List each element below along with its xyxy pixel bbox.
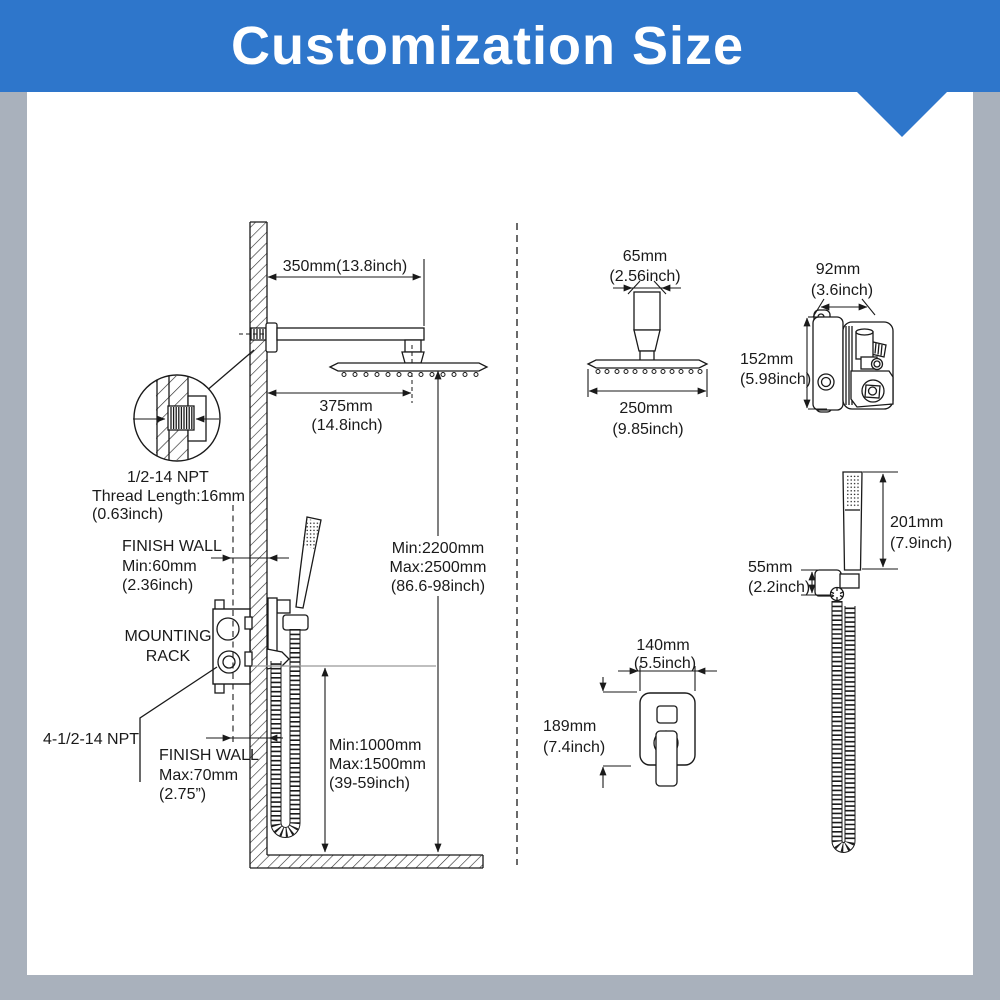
head-height-label-1: Min:2200mm <box>392 540 484 557</box>
valve-trim: 140mm (5.5inch) 189mm (7.4inch) <box>543 637 717 788</box>
frame-border-left <box>0 92 27 1000</box>
dim-valve-width: 92mm (3.6inch) <box>811 261 876 318</box>
wall-section <box>249 221 484 869</box>
valve-width-label-2: (3.6inch) <box>811 282 873 299</box>
dim-arm-length-label: 350mm(13.8inch) <box>283 258 408 275</box>
wand-length-label-1: 201mm <box>890 514 943 531</box>
finish-wall-min-label-3: (2.36inch) <box>122 577 193 594</box>
trim-height-label-1: 189mm <box>543 718 596 735</box>
head-height-label-2: Max:2500mm <box>390 559 487 576</box>
thread-detail-label-1: 1/2-14 NPT <box>127 469 209 486</box>
dim-valve-height-range: Min:1000mm Max:1500mm (39-59inch) <box>252 665 436 853</box>
ceiling-shower-head: 65mm (2.56inch) 250mm (9.85inch) <box>586 248 709 438</box>
frame-border-right <box>973 92 1000 1000</box>
valve-height-label-2: Max:1500mm <box>329 756 426 773</box>
valve-width-label-1: 92mm <box>816 261 860 278</box>
dim-head-offset-label-2: (14.8inch) <box>311 417 382 434</box>
head-height-label-3: (86.6-98inch) <box>391 578 485 595</box>
dim-finish-wall-min: FINISH WALL Min:60mm (2.36inch) <box>122 505 289 745</box>
ceiling-arm-width-label-1: 65mm <box>623 248 667 265</box>
dim-trim-height: 189mm (7.4inch) <box>543 677 637 788</box>
hand-shower-on-wall <box>266 516 322 838</box>
valve-height-label-2: (5.98inch) <box>740 371 811 388</box>
wand-length-label-2: (7.9inch) <box>890 535 952 552</box>
valve-height-label-1: Min:1000mm <box>329 737 421 754</box>
rough-in-valve: 92mm (3.6inch) 152mm (5.98inch) <box>740 261 894 413</box>
dim-trim-width: 140mm (5.5inch) <box>618 637 717 691</box>
ceiling-head-nozzles <box>595 369 703 374</box>
bracket-height-label-1: 55mm <box>748 559 792 576</box>
dim-bracket-height: 55mm (2.2inch) <box>748 559 833 596</box>
thread-detail-label-3: (0.63inch) <box>92 506 163 523</box>
trim-height-label-2: (7.4inch) <box>543 739 605 756</box>
banner-ribbon-tail-icon <box>857 92 947 137</box>
hand-shower-hose <box>270 629 301 838</box>
dim-valve-height: 152mm (5.98inch) <box>740 316 827 410</box>
valve-height-label-1: 152mm <box>740 351 793 368</box>
shower-head-nozzles <box>341 372 479 377</box>
dim-ceiling-head-width: 250mm (9.85inch) <box>587 369 708 438</box>
ceiling-arm-width-label-2: (2.56inch) <box>609 268 680 285</box>
hand-shower-part-hose <box>831 601 856 853</box>
dim-head-offset: 375mm (14.8inch) <box>267 389 412 434</box>
dim-ceiling-arm-width: 65mm (2.56inch) <box>609 248 681 295</box>
shower-arm-assembly <box>239 322 489 403</box>
thread-detail-callout: 1/2-14 NPT Thread Length:16mm (0.63inch) <box>92 349 255 523</box>
dim-head-height-range: Min:2200mm Max:2500mm (86.6-98inch) <box>389 370 489 853</box>
hand-shower-part: 201mm (7.9inch) 55mm (2.2inch) <box>748 471 952 853</box>
frame-border-bottom <box>0 975 1000 1000</box>
thread-detail-label-2: Thread Length:16mm <box>92 488 245 505</box>
trim-width-label-1: 140mm <box>636 637 689 654</box>
dim-wand-length: 201mm (7.9inch) <box>862 471 952 570</box>
finish-wall-min-label-1: FINISH WALL <box>122 538 222 555</box>
ceiling-head-width-label-1: 250mm <box>619 400 672 417</box>
dim-finish-wall-max: FINISH WALL Max:70mm (2.75”) <box>159 734 283 803</box>
npt-connection-callout: 4-1/2-14 NPT <box>43 666 218 782</box>
mounting-rack-label-1: MOUNTING <box>124 628 211 645</box>
mounting-rack-label-2: RACK <box>146 648 191 665</box>
dim-head-offset-label-1: 375mm <box>319 398 372 415</box>
finish-wall-max-label-2: Max:70mm <box>159 767 238 784</box>
finish-wall-max-label-3: (2.75”) <box>159 786 206 803</box>
valve-height-label-3: (39-59inch) <box>329 775 410 792</box>
finish-wall-min-label-2: Min:60mm <box>122 558 197 575</box>
finish-wall-max-label-1: FINISH WALL <box>159 747 259 764</box>
trim-width-label-2: (5.5inch) <box>634 655 696 672</box>
page-title: Customization Size <box>230 16 745 76</box>
npt-connection-label: 4-1/2-14 NPT <box>43 731 139 748</box>
ceiling-head-width-label-2: (9.85inch) <box>612 421 683 438</box>
header-banner: Customization Size <box>0 0 1000 92</box>
dim-arm-length: 350mm(13.8inch) <box>267 258 425 326</box>
bracket-height-label-2: (2.2inch) <box>748 579 810 596</box>
